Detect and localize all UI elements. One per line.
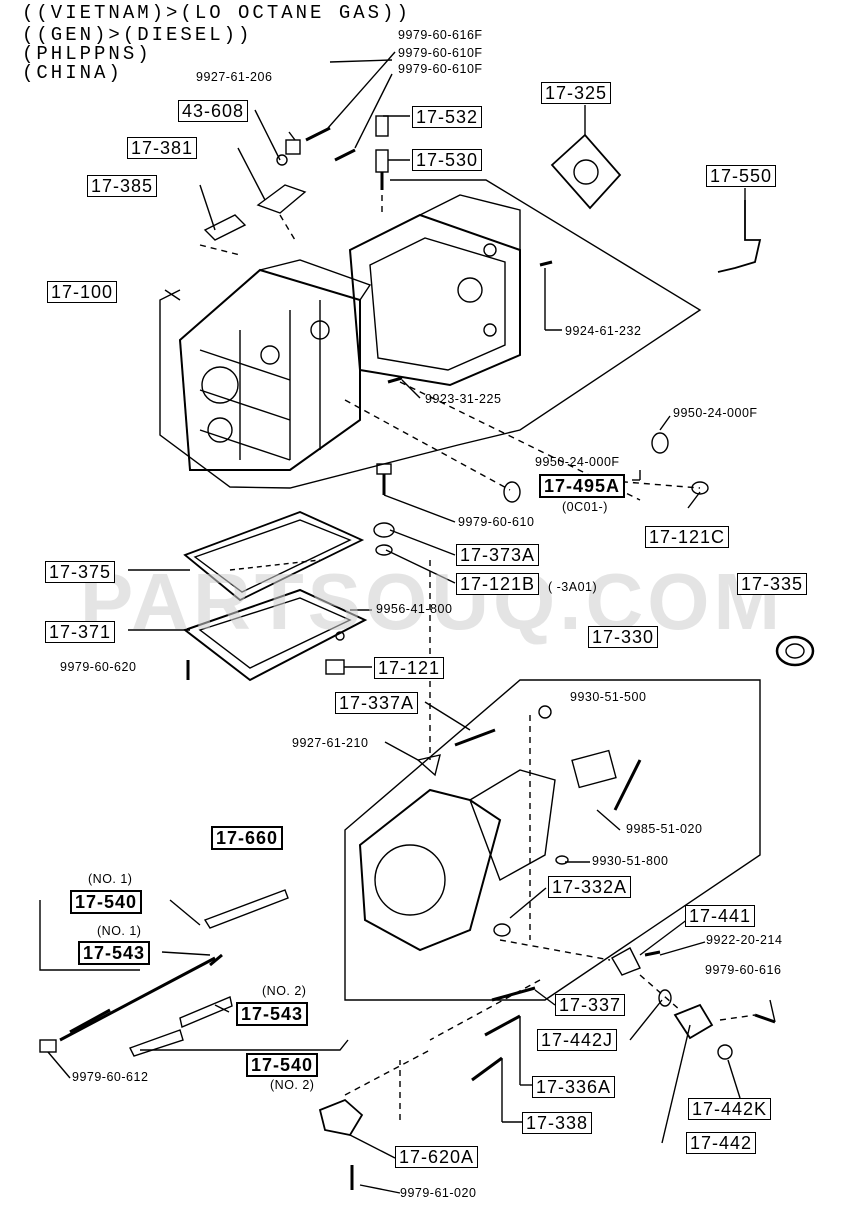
part-box-17-441[interactable]: 17-441 [685, 905, 756, 927]
part-box-17-371[interactable]: 17-371 [45, 621, 116, 643]
label-no1-b: (NO. 1) [97, 924, 142, 938]
label-9924-61-232: 9924-61-232 [565, 324, 642, 338]
part-box-17-325[interactable]: 17-325 [541, 82, 612, 104]
extension-housing-drawing [358, 705, 642, 952]
part-box-17-385[interactable]: 17-385 [87, 175, 158, 197]
part-box-17-550[interactable]: 17-550 [706, 165, 777, 187]
part-box-17-338[interactable]: 17-338 [522, 1112, 593, 1134]
label-9979-60-610f-b: 9979-60-610F [398, 62, 483, 76]
label-9979-60-610f-a: 9979-60-610F [398, 46, 483, 60]
label-9950-24-000f-b: 9950-24-000F [535, 455, 620, 469]
label-9930-51-500: 9930-51-500 [570, 690, 647, 704]
part-box-17-121[interactable]: 17-121 [374, 657, 445, 679]
part-box-17-335[interactable]: 17-335 [737, 573, 808, 595]
label-no2-b: (NO. 2) [270, 1078, 315, 1092]
part-box-17-620a[interactable]: 17-620A [395, 1146, 479, 1168]
label-9930-51-800: 9930-51-800 [592, 854, 669, 868]
part-box-17-495a[interactable]: 17-495A [539, 474, 626, 498]
part-box-17-332a[interactable]: 17-332A [548, 876, 632, 898]
label-9979-60-616f: 9979-60-616F [398, 28, 483, 42]
part-box-17-442[interactable]: 17-442 [686, 1132, 757, 1154]
label-9979-60-616: 9979-60-616 [705, 963, 782, 977]
label-no1-a: (NO. 1) [88, 872, 133, 886]
part-box-17-337a[interactable]: 17-337A [335, 692, 419, 714]
label-9927-61-206: 9927-61-206 [196, 70, 273, 84]
header-line-4: (CHINA) [22, 62, 123, 84]
part-box-17-373a[interactable]: 17-373A [456, 544, 540, 566]
label-no2-a: (NO. 2) [262, 984, 307, 998]
label-3a01: ( -3A01) [548, 580, 598, 594]
part-box-17-540-no1[interactable]: 17-540 [70, 890, 143, 914]
label-9950-24-000f-a: 9950-24-000F [673, 406, 758, 420]
label-9985-51-020: 9985-51-020 [626, 822, 703, 836]
label-0c01: (0C01-) [562, 500, 608, 514]
part-box-17-543-no2[interactable]: 17-543 [236, 1002, 309, 1026]
part-box-17-540-no2[interactable]: 17-540 [246, 1053, 319, 1077]
part-box-17-442k[interactable]: 17-442K [688, 1098, 772, 1120]
part-box-17-530[interactable]: 17-530 [412, 149, 483, 171]
main-case-drawing [178, 194, 521, 471]
part-box-17-543-no1[interactable]: 17-543 [78, 941, 151, 965]
label-9979-60-620: 9979-60-620 [60, 660, 137, 674]
label-9956-41-800: 9956-41-800 [376, 602, 453, 616]
part-box-17-336a[interactable]: 17-336A [532, 1076, 616, 1098]
part-box-17-381[interactable]: 17-381 [127, 137, 198, 159]
label-9979-60-612: 9979-60-612 [72, 1070, 149, 1084]
part-box-17-337[interactable]: 17-337 [555, 994, 626, 1016]
part-box-17-660[interactable]: 17-660 [211, 826, 284, 850]
part-box-17-330[interactable]: 17-330 [588, 626, 659, 648]
part-box-17-121b[interactable]: 17-121B [456, 573, 540, 595]
label-9923-31-225: 9923-31-225 [425, 392, 502, 406]
part-box-17-121c[interactable]: 17-121C [645, 526, 730, 548]
header-line-3: (PHLPPNS) [22, 43, 152, 65]
label-9922-20-214: 9922-20-214 [706, 933, 783, 947]
header-line-2: ((GEN)>(DIESEL)) [22, 24, 253, 46]
header-line-1: ((VIETNAM)>(LO OCTANE GAS)) [22, 2, 411, 24]
part-box-17-532[interactable]: 17-532 [412, 106, 483, 128]
label-9927-61-210: 9927-61-210 [292, 736, 369, 750]
part-box-17-100[interactable]: 17-100 [47, 281, 118, 303]
part-box-17-375[interactable]: 17-375 [45, 561, 116, 583]
label-9979-61-020: 9979-61-020 [400, 1186, 477, 1200]
part-box-17-442j[interactable]: 17-442J [537, 1029, 618, 1051]
part-box-43-608[interactable]: 43-608 [178, 100, 249, 122]
label-9979-60-610: 9979-60-610 [458, 515, 535, 529]
